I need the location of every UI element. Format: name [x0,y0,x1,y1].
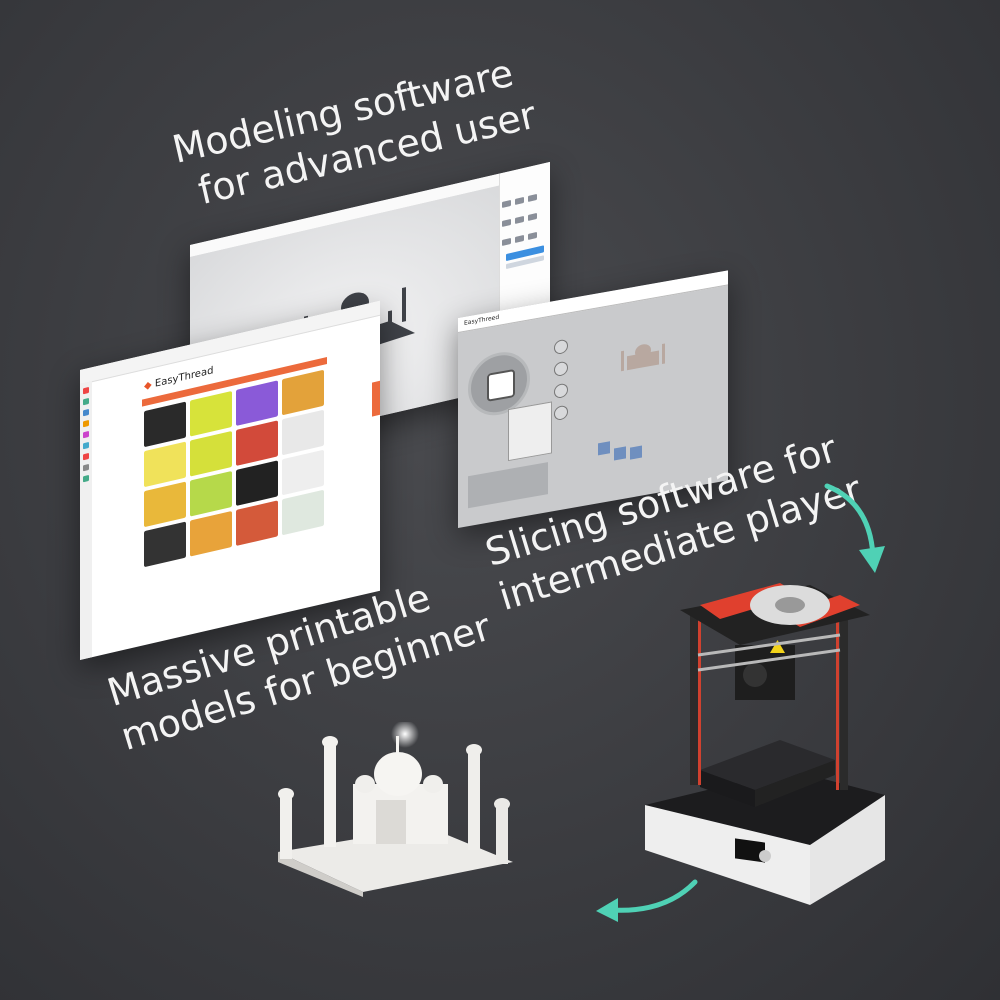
view-button[interactable] [614,446,626,461]
website-side-tab[interactable] [372,380,380,417]
view-button[interactable] [630,445,642,460]
model-thumbnail[interactable] [236,460,278,506]
model-thumbnail[interactable] [190,430,232,477]
model-thumbnail[interactable] [236,420,278,466]
model-thumbnail[interactable] [282,489,324,536]
view-button[interactable] [598,441,610,456]
model-thumbnail[interactable] [144,521,186,568]
arrow-left-icon [596,879,698,922]
model-thumbnail[interactable] [144,481,186,528]
model-thumbnail[interactable] [190,510,232,557]
taj-mahal-printed-model [278,722,513,897]
model-thumbnail[interactable] [282,449,324,496]
settings-panel [508,401,552,462]
arrow-down-icon [824,483,885,573]
model-thumbnail[interactable] [282,409,324,456]
model-thumbnail[interactable] [282,369,324,416]
taj-mahal-model-preview [621,343,665,372]
model-thumbnail[interactable] [144,441,186,488]
model-thumbnail[interactable] [190,470,232,517]
browser-side-icons [80,381,92,660]
model-thumbnail[interactable] [190,390,232,437]
model-thumbnail[interactable] [144,401,186,448]
model-thumbnail[interactable] [236,500,278,546]
slicing-software-screenshot: EasyThreed [458,270,728,528]
3d-printer-image [645,583,885,905]
model-thumbnail[interactable] [236,380,278,426]
slicing-app-title: EasyThreed [464,313,500,327]
status-panel [468,462,548,509]
